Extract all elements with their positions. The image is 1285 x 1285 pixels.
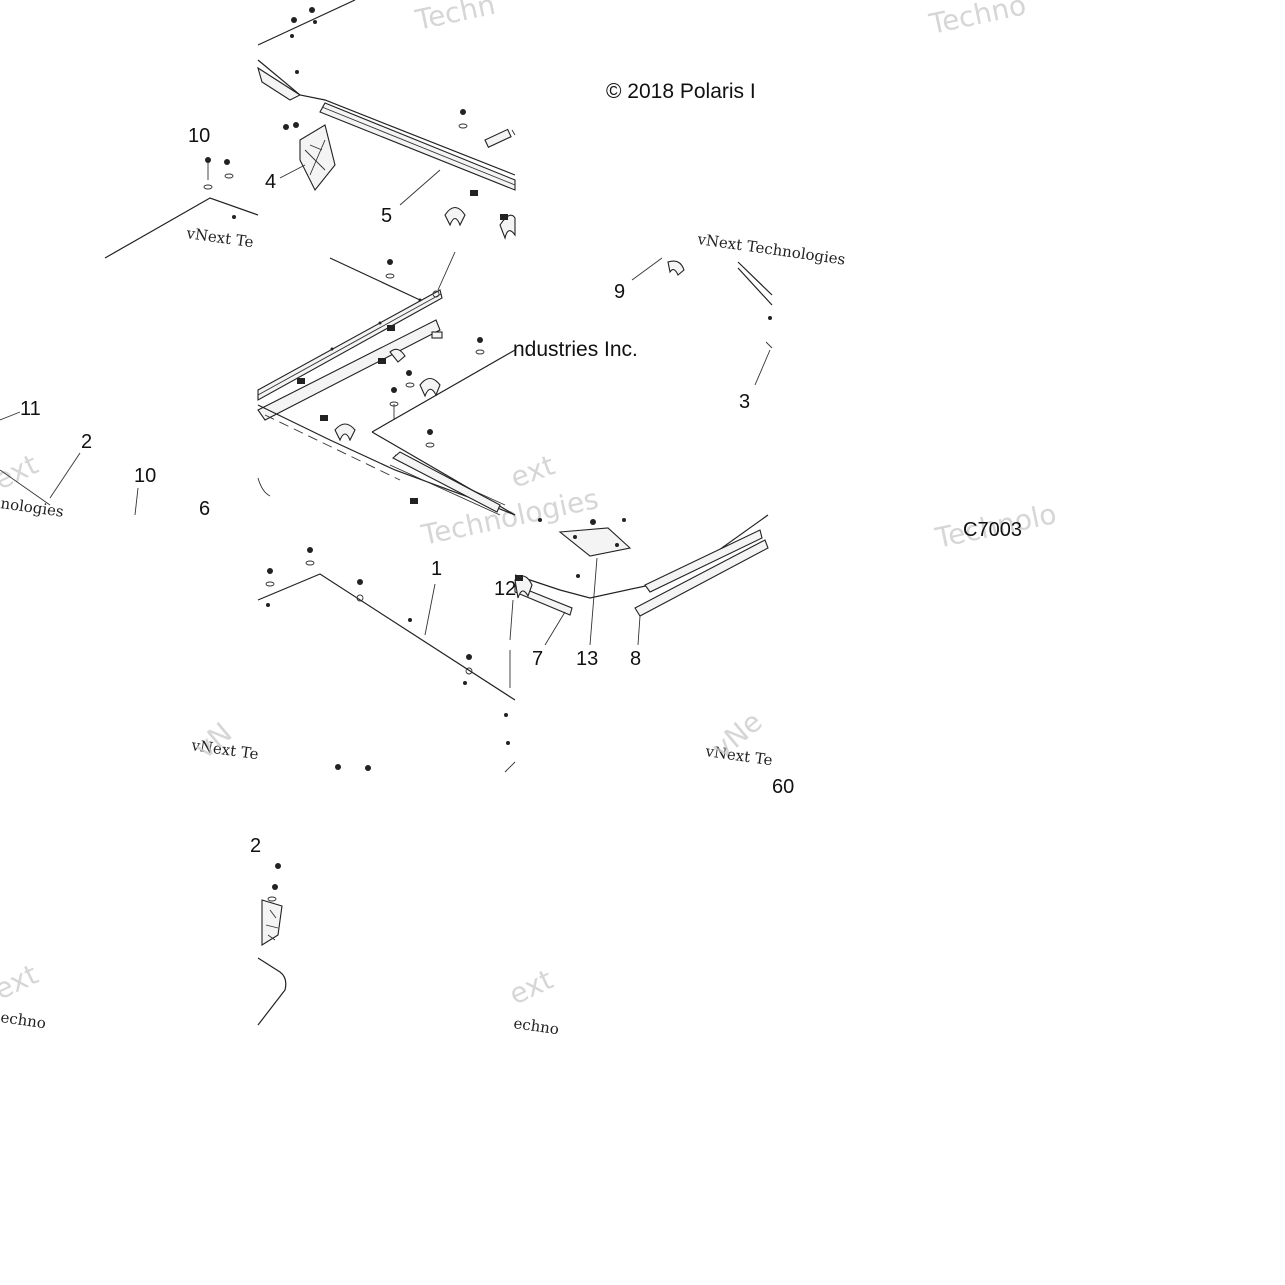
tile-bottom-panel: [257, 547, 516, 773]
clip-part-9: [667, 260, 685, 276]
tile-right-floor: [514, 514, 769, 646]
callout-11: 11: [20, 398, 41, 420]
callout-10: 10: [134, 465, 156, 487]
callout-6: 6: [199, 498, 210, 520]
copyright-text-fragment: ndustries Inc.: [513, 338, 638, 361]
clip-part: [389, 348, 406, 363]
screw-group: [283, 7, 468, 130]
watermark-vnext: vNext Technologies: [695, 230, 846, 269]
strip-part: [392, 451, 501, 513]
watermark-ext: ext: [504, 963, 558, 1012]
watermark-ext: ext: [506, 448, 559, 494]
page-number-fragment: 60: [772, 776, 794, 798]
callout-4: 4: [265, 171, 276, 193]
callout-2: 2: [81, 431, 92, 453]
watermark-echno: echno: [0, 1008, 47, 1032]
tile-top-panel: [257, 0, 516, 240]
bracket-part: [261, 899, 283, 946]
callout-fragment: 2: [250, 835, 261, 857]
watermark-techno: Techno: [926, 0, 1029, 41]
panel-edge-shade: [257, 66, 302, 101]
tile-center-panel: [257, 251, 516, 516]
watermark-layer: Techn Techno vNext Te vNext Technologies…: [0, 0, 1059, 1038]
rail-part-5: [319, 102, 516, 191]
diagram-code: C7003: [963, 519, 1022, 541]
callout-13: 13: [576, 648, 598, 670]
clip-part: [444, 206, 466, 227]
callout-5: 5: [381, 205, 392, 227]
callout-10: 10: [188, 125, 210, 147]
rail-part-6: [257, 289, 443, 401]
plate-part-13: [558, 527, 632, 557]
callout-labels: 10 4 5 9 3 11 2 10 6 1 12 7 13 8 2: [20, 125, 750, 857]
clip-part: [419, 377, 441, 398]
callout-8: 8: [630, 648, 641, 670]
callout-9: 9: [614, 281, 625, 303]
callout-1: 1: [431, 558, 442, 580]
watermark-vnext: vNext Te: [184, 224, 254, 251]
callout-3: 3: [739, 391, 750, 413]
callout-12: 12: [494, 578, 516, 600]
tile-left-floor: [104, 157, 259, 259]
watermark-nologies: nologies: [0, 494, 65, 521]
watermark-ext: ext: [0, 448, 43, 497]
tile-lower-fragment: [257, 863, 287, 1026]
rail-part-8: [644, 529, 763, 593]
tile-right-rail: [631, 257, 773, 386]
watermark-echno: echno: [512, 1014, 560, 1038]
tile-left-edge: [0, 411, 139, 516]
watermark-techno: Techn: [412, 0, 499, 37]
clip-part: [334, 423, 356, 442]
fastener-group: [297, 259, 485, 504]
fastener-group: [265, 547, 510, 771]
slot-part: [484, 128, 512, 148]
watermark-ext: ext: [0, 958, 43, 1007]
rail-part: [257, 319, 441, 421]
copyright-text: © 2018 Polaris I: [606, 80, 756, 103]
callout-7: 7: [532, 648, 543, 670]
rail-part-8: [634, 539, 769, 617]
